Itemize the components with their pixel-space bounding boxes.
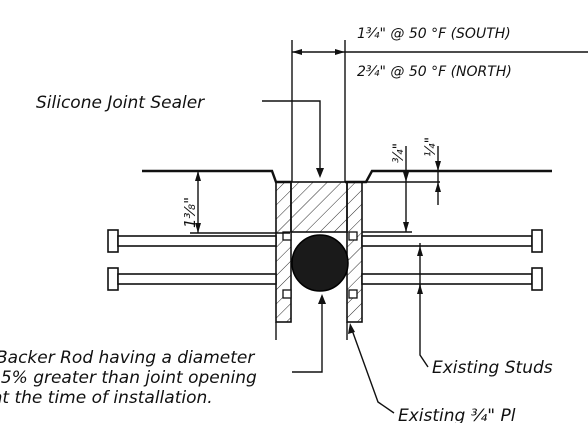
tab-left-top [282,231,292,241]
studs-label: Existing Studs [432,358,553,378]
left-depth-label: 1⅜" [181,197,199,228]
right-depth-label-a: ¾" [391,143,407,163]
backer-rod-label-line1: Backer Rod having a diameter [0,348,255,368]
backer-rod-leader [292,302,323,373]
deck-surface-right [345,169,552,184]
studs-left [107,229,277,291]
left-depth-dimension [190,171,290,234]
tab-left-bottom [282,289,292,299]
right-depth-dimension [362,146,448,233]
sealer-leader [262,100,321,172]
plate-leader [351,329,395,414]
right-plate [346,181,363,323]
backer-rod-label-line2: 25% greater than joint opening [0,368,257,388]
deck-surface-left [142,169,292,184]
tab-right-top [348,231,358,241]
sealer-label: Silicone Joint Sealer [36,93,205,113]
left-plate [275,181,292,323]
silicone-sealer-block [290,181,348,233]
plate-label: Existing ¾" Pl [398,406,516,423]
opening-dimension [291,40,588,182]
studs-leader [419,243,429,368]
tab-right-bottom [348,289,358,299]
studs-right [361,229,543,291]
south-dimension-label: 1¾" @ 50 °F (SOUTH) [357,26,511,42]
backer-rod [291,234,349,292]
backer-rod-label-line3: at the time of installation. [0,388,213,408]
north-dimension-label: 2¾" @ 50 °F (NORTH) [357,64,512,80]
right-depth-label-b: ¼" [423,137,439,157]
